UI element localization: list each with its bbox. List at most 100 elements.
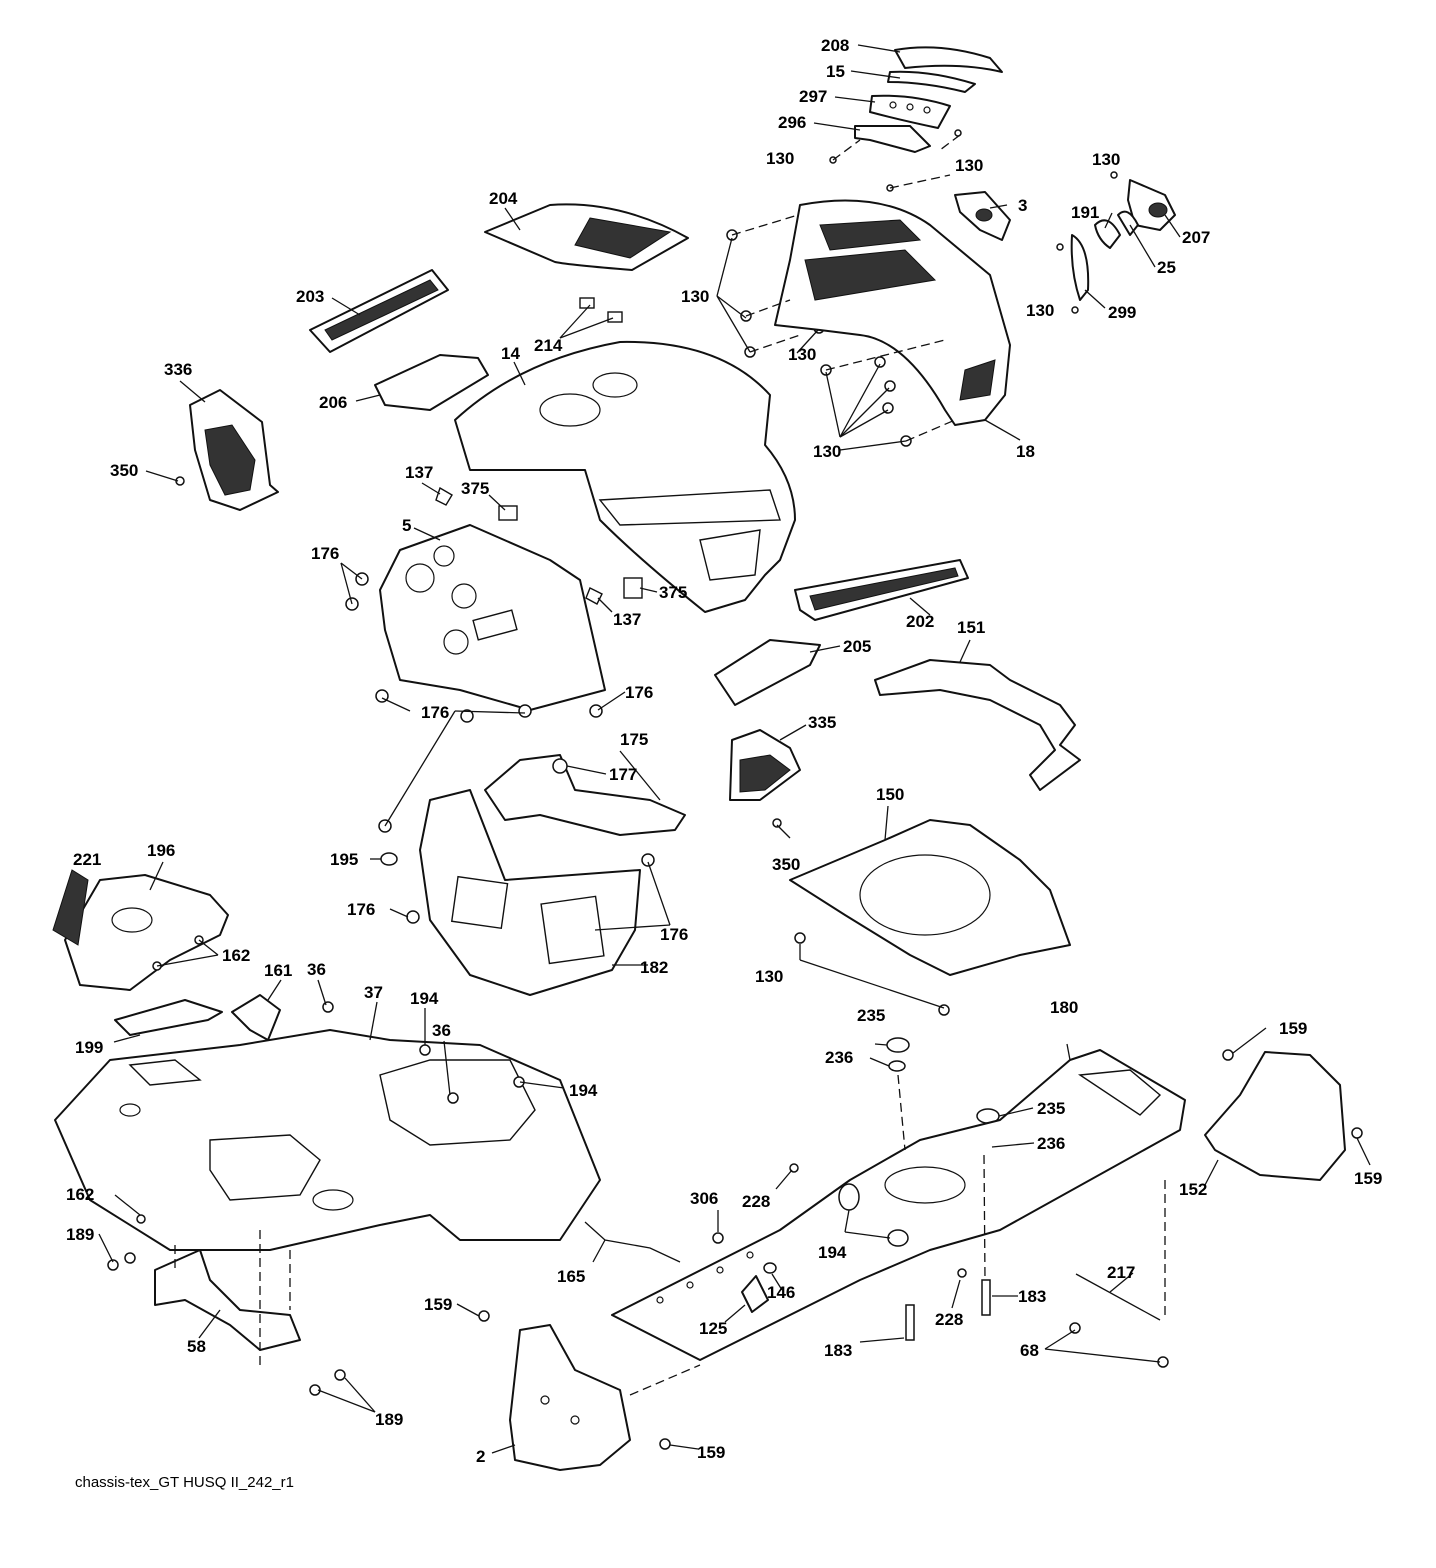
- part-205-side-trim: [714, 639, 821, 706]
- callout-159-b: 159: [1354, 1169, 1382, 1188]
- callout-221: 221: [73, 850, 101, 869]
- callout-306: 306: [690, 1189, 718, 1208]
- part-296-bracket: [854, 125, 931, 153]
- callout-195: 195: [330, 850, 358, 869]
- part-15-bar: [887, 70, 976, 93]
- callout-152: 152: [1179, 1180, 1207, 1199]
- callout-194-a: 194: [410, 989, 439, 1008]
- callout-159-a: 159: [1279, 1019, 1307, 1038]
- callout-159-c: 159: [424, 1295, 452, 1314]
- callout-151: 151: [957, 618, 985, 637]
- part-207-housing: [1127, 179, 1176, 231]
- callout-36-a: 36: [307, 960, 326, 979]
- screw-130-right: [1056, 171, 1118, 314]
- callout-194-b: 194: [569, 1081, 598, 1100]
- callout-228-b: 228: [935, 1310, 963, 1329]
- part-335-panel: [729, 729, 801, 801]
- part-194-bushing: [838, 1183, 909, 1247]
- diagram-caption: chassis-tex_GT HUSQ II_242_r1: [75, 1474, 294, 1491]
- callout-25: 25: [1157, 258, 1176, 277]
- callout-214: 214: [534, 336, 563, 355]
- part-18-front-nose: [774, 199, 1011, 426]
- callout-199: 199: [75, 1038, 103, 1057]
- callout-297: 297: [799, 87, 827, 106]
- bushings-176: [345, 572, 655, 924]
- callout-183-b: 183: [824, 1341, 852, 1360]
- callout-176-e: 176: [660, 925, 688, 944]
- callout-350-a: 350: [110, 461, 138, 480]
- callout-165: 165: [557, 1267, 585, 1286]
- part-214-clips: [579, 297, 623, 323]
- callout-130-g: 130: [813, 442, 841, 461]
- callout-130-f: 130: [788, 345, 816, 364]
- callout-217: 217: [1107, 1263, 1135, 1282]
- part-137-clip-upper: [435, 486, 453, 506]
- callout-375-a: 375: [461, 479, 489, 498]
- callout-177: 177: [609, 765, 637, 784]
- callout-180: 180: [1050, 998, 1078, 1017]
- callout-194-c: 194: [818, 1243, 847, 1262]
- callout-150: 150: [876, 785, 904, 804]
- bolts-189: [107, 1252, 346, 1396]
- screw-162-lower: [136, 1214, 146, 1224]
- part-175-plate: [484, 754, 686, 836]
- part-3-side-piece: [954, 191, 1011, 241]
- callout-162-a: 162: [222, 946, 250, 965]
- part-165-rod: [584, 1221, 681, 1263]
- callout-189-b: 189: [375, 1410, 403, 1429]
- callout-176-a: 176: [311, 544, 339, 563]
- callout-68: 68: [1020, 1341, 1039, 1360]
- callout-137-a: 137: [405, 463, 433, 482]
- callout-3: 3: [1018, 196, 1027, 215]
- callout-235-a: 235: [857, 1006, 885, 1025]
- callout-176-d: 176: [347, 900, 375, 919]
- part-375-pad-upper: [498, 505, 518, 521]
- callout-236-a: 236: [825, 1048, 853, 1067]
- part-204-hood-top: [484, 203, 689, 271]
- callout-137-b: 137: [613, 610, 641, 629]
- bolts-68: [1069, 1322, 1169, 1368]
- callout-37: 37: [364, 983, 383, 1002]
- callout-159-d: 159: [697, 1443, 725, 1462]
- part-199-plate: [114, 999, 223, 1036]
- callout-375-b: 375: [659, 583, 687, 602]
- callout-203: 203: [296, 287, 324, 306]
- part-299-bracket: [1070, 234, 1090, 301]
- callout-175: 175: [620, 730, 648, 749]
- callout-189-a: 189: [66, 1225, 94, 1244]
- part-152-seat-pan: [1204, 1051, 1346, 1181]
- callout-299: 299: [1108, 303, 1136, 322]
- callout-130-h: 130: [755, 967, 783, 986]
- callout-130-d: 130: [1026, 301, 1054, 320]
- part-58-bracket: [154, 1249, 301, 1351]
- part-191-lamp: [1094, 219, 1121, 249]
- bolts-183: [905, 1279, 991, 1341]
- callout-204: 204: [489, 189, 518, 208]
- callout-176-c: 176: [421, 703, 449, 722]
- callout-130-e: 130: [681, 287, 709, 306]
- part-202-grille: [794, 559, 969, 621]
- part-177-nut: [552, 758, 568, 774]
- part-297-lens: [869, 94, 951, 129]
- part-206-insert: [374, 354, 489, 411]
- part-336-side-panel: [189, 389, 279, 511]
- parts-235-236-upper: [886, 1037, 910, 1072]
- part-150-floor-pan: [789, 819, 1071, 976]
- part-5-dash-panel: [379, 524, 606, 711]
- screws-228: [789, 1163, 967, 1278]
- part-182-dash-lower: [419, 789, 641, 996]
- callout-183-a: 183: [1018, 1287, 1046, 1306]
- part-151-bracket: [874, 659, 1081, 791]
- callout-130-c: 130: [1092, 150, 1120, 169]
- part-217-rod: [1075, 1273, 1161, 1321]
- callout-146: 146: [767, 1283, 795, 1302]
- callout-296: 296: [778, 113, 806, 132]
- callout-202: 202: [906, 612, 934, 631]
- callout-2: 2: [476, 1447, 485, 1466]
- screw-350-lower: [772, 818, 782, 828]
- callout-235-b: 235: [1037, 1099, 1065, 1118]
- callout-205: 205: [843, 637, 871, 656]
- part-125-bracket: [741, 1275, 769, 1313]
- part-37-rear-fender: [54, 1029, 601, 1251]
